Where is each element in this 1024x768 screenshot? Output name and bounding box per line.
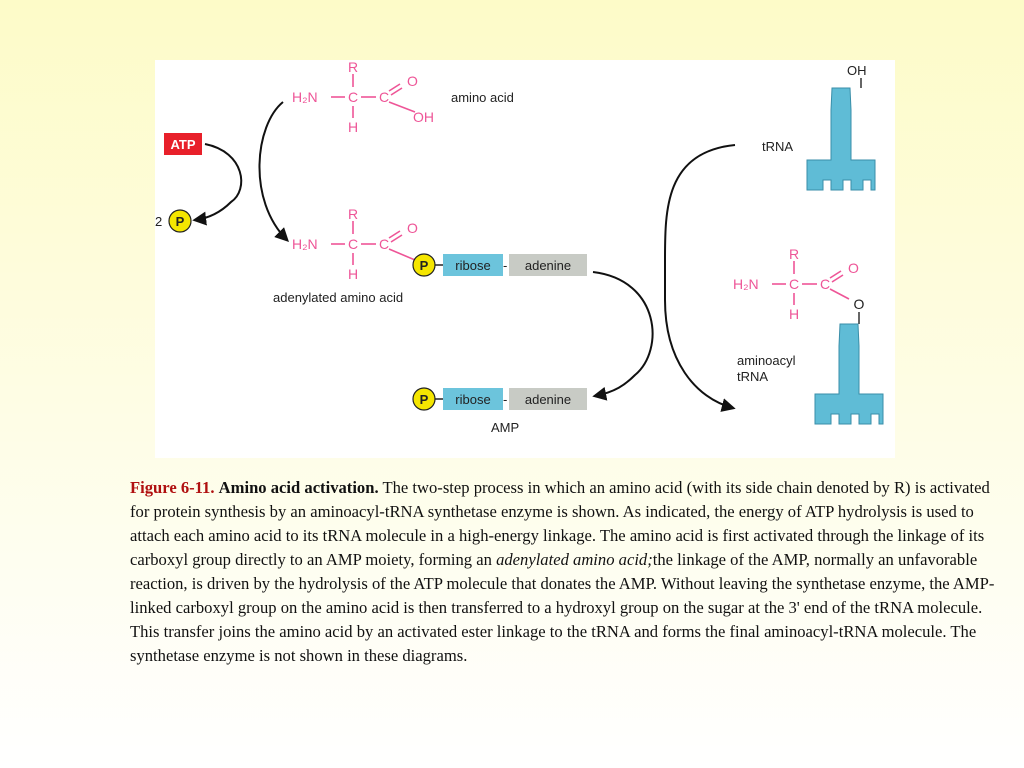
- atp-to-2p-arrow: [192, 143, 243, 226]
- adenylated-alpha-c: C: [348, 236, 358, 252]
- aminoacyl-trna-icon: [814, 323, 884, 425]
- amp-label: AMP: [491, 420, 519, 435]
- amino-acid-oh: OH: [413, 109, 434, 125]
- figure-number: Figure 6-11.: [130, 478, 215, 497]
- adenylated-to-amp-arrow: [592, 271, 654, 401]
- figure-title: Amino acid activation.: [218, 478, 379, 497]
- aminoacyl-h: H: [789, 306, 799, 322]
- figure-caption: Figure 6-11. Amino acid activation. The …: [130, 476, 998, 668]
- adenylated-dash: -: [503, 258, 507, 273]
- aminoacyl-o: O: [848, 260, 859, 276]
- adenylated-ribose-label: ribose: [455, 258, 490, 273]
- amp-ribose-box: [443, 388, 503, 410]
- aminoacyl-label-line1: aminoacyl: [737, 353, 796, 368]
- adenylated-h: H: [348, 266, 358, 282]
- amino-acid-o: O: [407, 73, 418, 89]
- aminoacyl-structure: [772, 261, 850, 305]
- adenylated-amino-acid-structure: [331, 221, 416, 265]
- amino-acid-h2n: H₂N: [292, 89, 318, 105]
- trna-label: tRNA: [762, 139, 793, 154]
- amino-acid-h: H: [348, 119, 358, 135]
- amino-acid-r: R: [348, 60, 358, 75]
- diagram-canvas: R H₂N C C H O OH amino acid ATP 2 P R H₂…: [155, 60, 884, 435]
- atp-box: [164, 133, 202, 155]
- phosphate-2p-circle: [168, 209, 192, 233]
- amp-dash: -: [503, 392, 507, 407]
- adenylated-ribose-box: [443, 254, 503, 276]
- amp-phosphate-label: P: [420, 392, 429, 407]
- adenylated-carboxyl-c: C: [379, 236, 389, 252]
- aminoacyl-h2n: H₂N: [733, 276, 759, 292]
- trna-icon: [806, 87, 876, 191]
- adenylated-r: R: [348, 206, 358, 222]
- adenylated-o: O: [407, 220, 418, 236]
- amino-acid-alpha-c: C: [348, 89, 358, 105]
- aminoacyl-label-line2: tRNA: [737, 369, 768, 384]
- adenylated-adenine-box: [509, 254, 587, 276]
- aminoacyl-r: R: [789, 246, 799, 262]
- diagram-panel: R H₂N C C H O OH amino acid ATP 2 P R H₂…: [155, 60, 895, 458]
- caption-italic-term: adenylated amino acid;: [496, 550, 653, 569]
- trna-oh-label: OH: [847, 63, 867, 78]
- amp-adenine-label: adenine: [525, 392, 571, 407]
- amino-acid-structure: [331, 74, 416, 118]
- adenylated-adenine-label: adenine: [525, 258, 571, 273]
- amp-adenine-box: [509, 388, 587, 410]
- amino-acid-label: amino acid: [451, 90, 514, 105]
- trna-to-aminoacyl-arrow: [664, 144, 736, 412]
- adenylated-amino-acid-label: adenylated amino acid: [273, 290, 403, 305]
- aminoacyl-ester-o: O: [854, 296, 865, 312]
- amino-acid-to-adenylated-arrow: [258, 101, 289, 242]
- caption-text-part1: The two-step process in which an amino a…: [130, 478, 990, 569]
- amp-ribose-label: ribose: [455, 392, 490, 407]
- phosphate-2p-label: P: [176, 214, 185, 229]
- adenylated-h2n: H₂N: [292, 236, 318, 252]
- aminoacyl-alpha-c: C: [789, 276, 799, 292]
- adenylated-phosphate-label: P: [420, 258, 429, 273]
- aminoacyl-carboxyl-c: C: [820, 276, 830, 292]
- amino-acid-carboxyl-c: C: [379, 89, 389, 105]
- caption-text-part2: the linkage of the AMP, normally an unfa…: [130, 550, 995, 665]
- atp-label: ATP: [170, 137, 195, 152]
- two-label: 2: [155, 214, 162, 229]
